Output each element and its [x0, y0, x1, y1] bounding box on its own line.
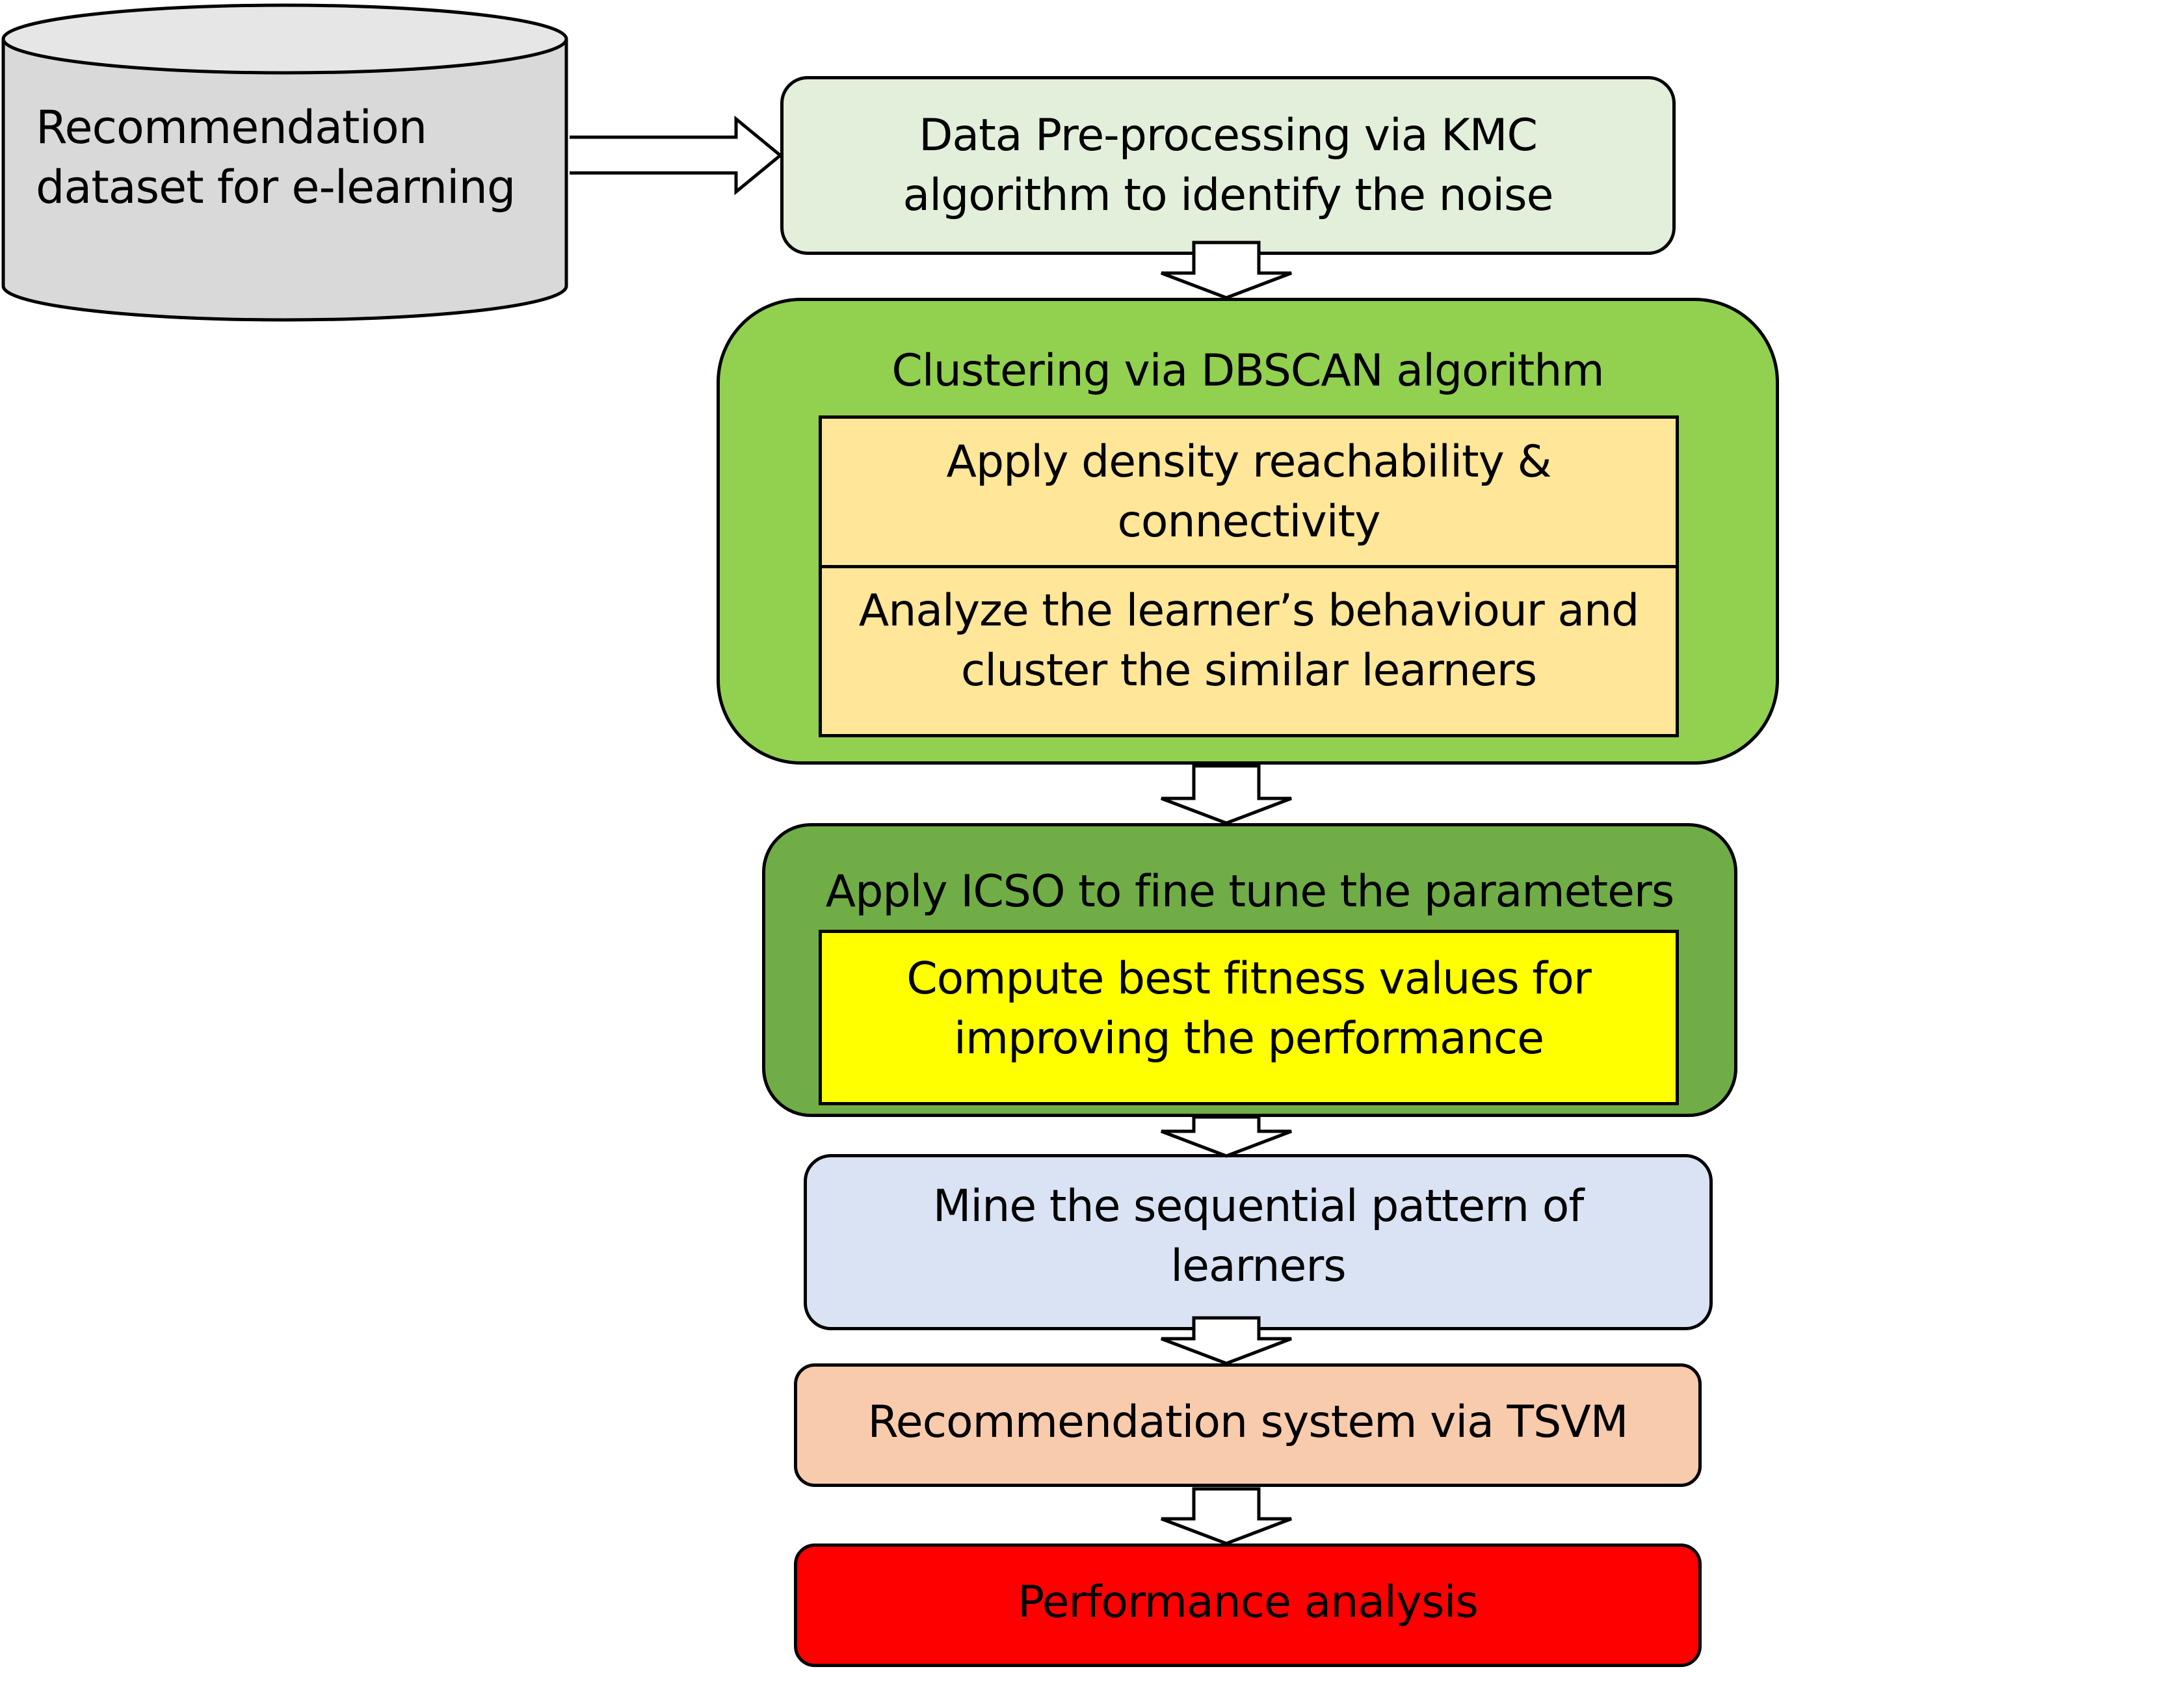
step-recommendation-label: Recommendation system via TSVM	[867, 1397, 1629, 1448]
step-preprocessing-line2: algorithm to identify the noise	[903, 169, 1554, 221]
database-cylinder-icon	[1, 3, 568, 322]
source-label-line1: Recommendation	[36, 101, 427, 154]
step-recommendation: Recommendation system via TSVM	[794, 1363, 1702, 1487]
step-sequential-line2: learners	[1170, 1241, 1346, 1292]
step-performance-label: Performance analysis	[1018, 1577, 1479, 1628]
step-icso: Apply ICSO to fine tune the parameters C…	[762, 823, 1737, 1117]
step-performance: Performance analysis	[794, 1544, 1702, 1667]
substep-analyze-line1: Analyze the learner’s behaviour and	[858, 585, 1640, 637]
arrow-down-icon	[1161, 764, 1292, 825]
step-sequential-line1: Mine the sequential pattern of	[932, 1181, 1585, 1232]
substep-fitness-line2: improving the performance	[953, 1013, 1544, 1064]
step-preprocessing-line1: Data Pre-processing via KMC	[919, 109, 1538, 161]
substep-best-fitness: Compute best fitness values for improvin…	[819, 930, 1679, 1105]
substep-density-line2: connectivity	[1117, 495, 1380, 547]
step-clustering-title: Clustering via DBSCAN algorithm	[891, 345, 1604, 397]
substep-density-line1: Apply density reachability &	[946, 436, 1551, 488]
step-clustering: Clustering via DBSCAN algorithm Apply de…	[717, 298, 1779, 765]
substep-fitness-line1: Compute best fitness values for	[906, 953, 1592, 1005]
source-label-line2: dataset for e-learning	[36, 161, 516, 214]
arrow-down-icon	[1161, 1316, 1292, 1365]
arrow-down-icon	[1161, 1115, 1292, 1158]
source-dataset-label: Recommendation dataset for e-learning	[36, 98, 516, 217]
arrow-down-icon	[1161, 241, 1292, 300]
substep-analyze-behaviour: Analyze the learner’s behaviour and clus…	[819, 565, 1679, 737]
substep-density-reachability: Apply density reachability & connectivit…	[819, 415, 1679, 568]
substep-analyze-line2: cluster the similar learners	[960, 645, 1537, 696]
step-icso-title: Apply ICSO to fine tune the parameters	[825, 866, 1675, 917]
step-sequential-pattern: Mine the sequential pattern of learners	[804, 1154, 1713, 1330]
arrow-down-icon	[1161, 1487, 1292, 1545]
